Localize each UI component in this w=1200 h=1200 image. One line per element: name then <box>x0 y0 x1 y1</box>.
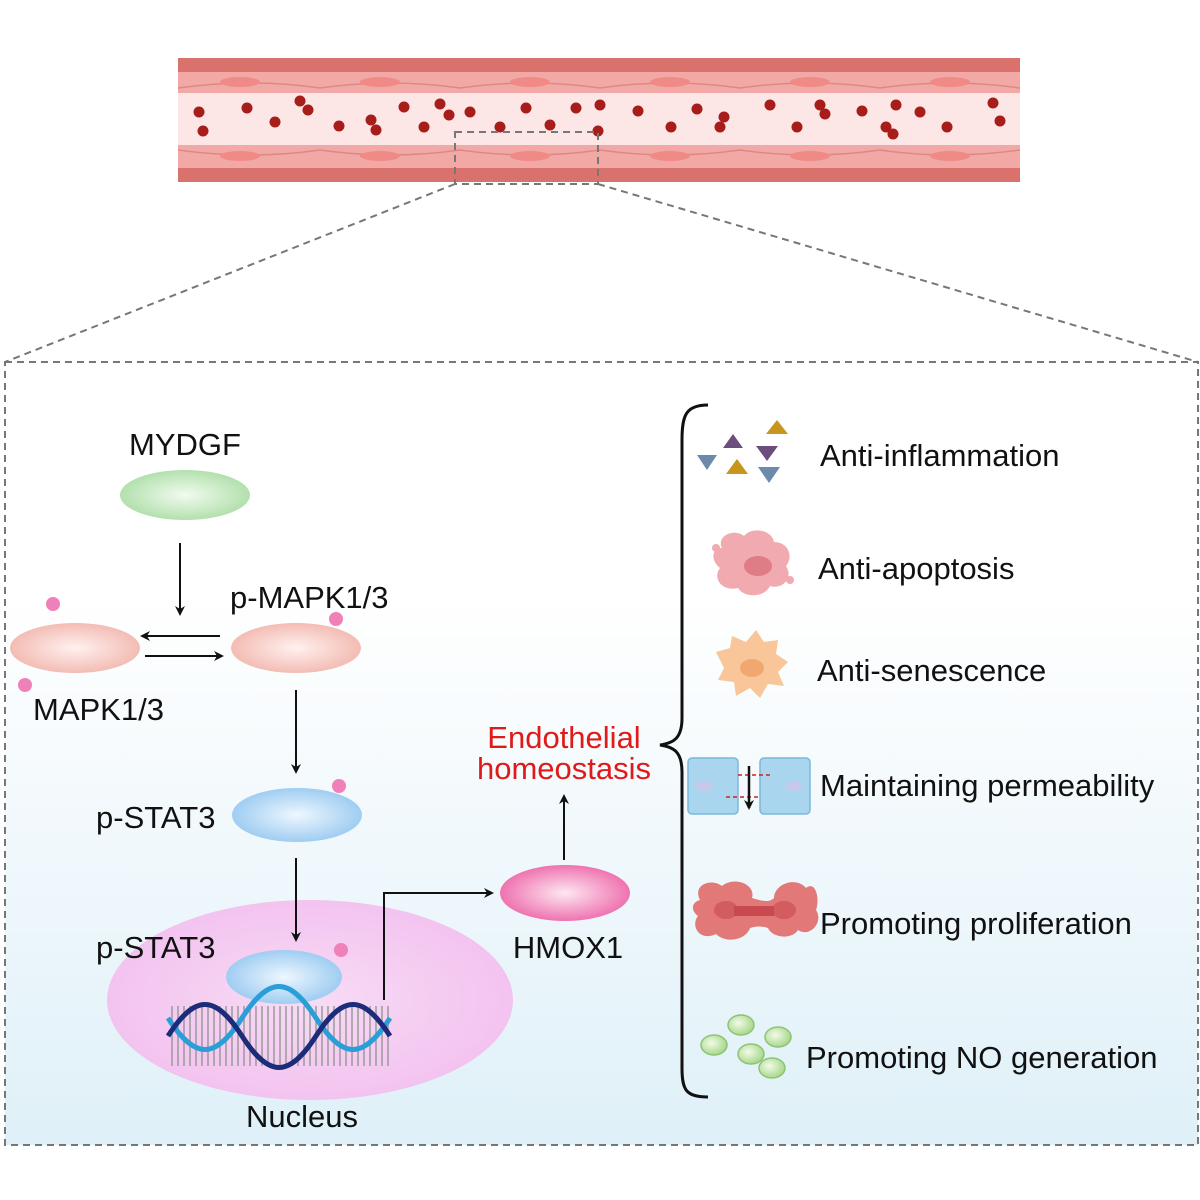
arrow-dna-to-hmox1 <box>383 888 494 1000</box>
outcome-label-4: Promoting proliferation <box>820 906 1132 941</box>
mapk-label: MAPK1/3 <box>33 692 164 727</box>
phospho-dot <box>46 597 60 611</box>
p-stat3-nuc-protein <box>226 950 342 1004</box>
outcome-label-0: Anti-inflammation <box>820 438 1059 473</box>
mapk-protein <box>10 623 140 673</box>
p-stat3-nuc-label: p-STAT3 <box>96 930 215 965</box>
outcome-brace <box>659 403 709 1099</box>
outcome-label-5: Promoting NO generation <box>806 1040 1158 1075</box>
p-stat3-cyto-label: p-STAT3 <box>96 800 215 835</box>
outcome-label-3: Maintaining permeability <box>820 768 1155 803</box>
outcome-label-2: Anti-senescence <box>817 653 1046 688</box>
endothelial-nuclei <box>220 77 970 161</box>
homeostasis-line2: homeostasis <box>477 751 651 786</box>
hmox1-protein <box>500 865 630 921</box>
endothelial-cells-top <box>177 82 1021 156</box>
phospho-dot <box>329 612 343 626</box>
cell-junction-icon <box>687 757 811 815</box>
homeostasis-line1: Endothelial <box>487 720 640 755</box>
hmox1-label: HMOX1 <box>513 930 623 965</box>
p-mapk-protein <box>231 623 361 673</box>
phospho-dot <box>332 779 346 793</box>
zoom-region-box <box>454 131 599 185</box>
apoptotic-cell-icon <box>712 530 794 596</box>
red-blood-cells <box>193 95 1006 140</box>
dividing-cell-icon <box>692 881 819 940</box>
mydgf-protein <box>120 470 250 520</box>
dna-helix-icon <box>165 984 393 1070</box>
outcome-label-1: Anti-apoptosis <box>818 551 1014 586</box>
zoom-lines <box>4 183 1199 363</box>
p-mapk-label: p-MAPK1/3 <box>230 580 389 615</box>
phospho-dot <box>18 678 32 692</box>
mydgf-label: MYDGF <box>129 427 241 462</box>
cytokine-triangles-icon <box>697 420 788 483</box>
phospho-dot <box>334 943 348 957</box>
nitric-oxide-bubbles-icon <box>700 1014 792 1079</box>
p-stat3-cyto-protein <box>232 788 362 842</box>
senescent-cell-icon <box>716 630 788 698</box>
nucleus-label: Nucleus <box>246 1099 358 1134</box>
blood-vessel <box>177 58 1021 185</box>
